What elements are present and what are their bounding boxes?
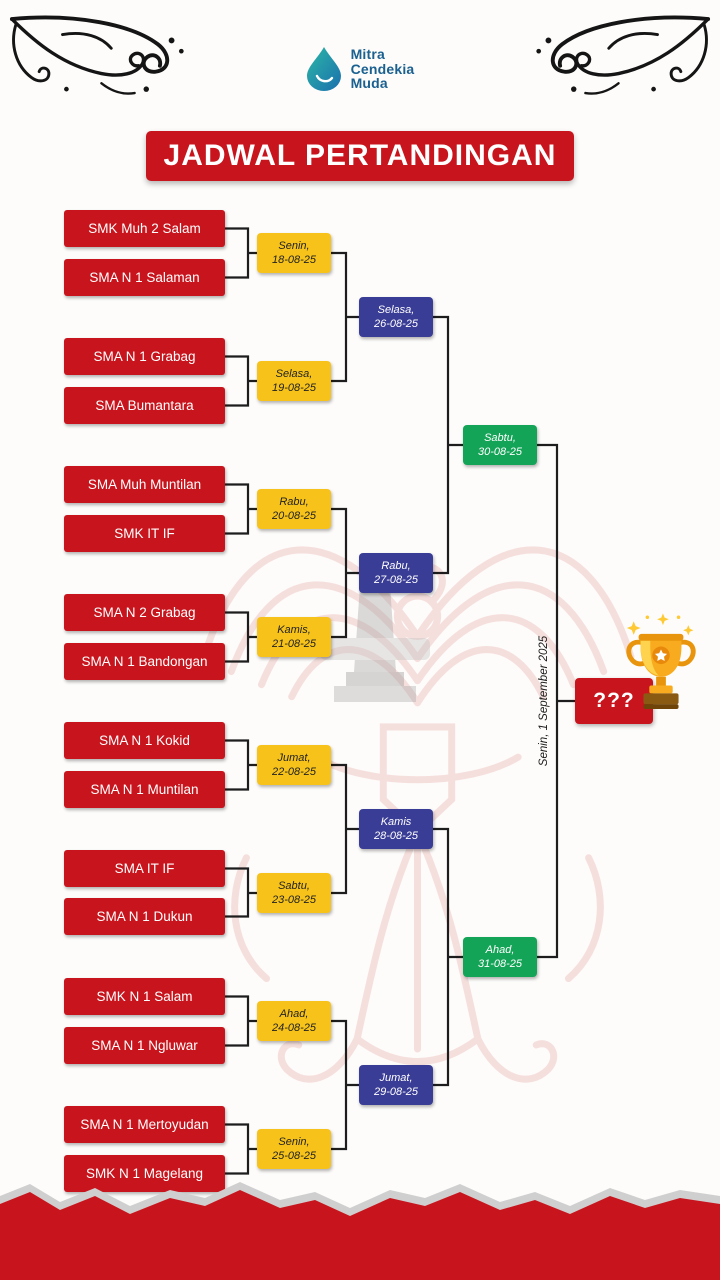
team-box: SMA N 1 Muntilan (64, 771, 225, 808)
match-date: 23-08-25 (271, 894, 317, 906)
match-date: 24-08-25 (271, 1022, 317, 1034)
quarterfinal-date-box: Selasa, 26-08-25 (359, 297, 433, 337)
quarterfinal-date-box: Kamis 28-08-25 (359, 809, 433, 849)
match-day: Senin, (278, 1135, 310, 1148)
torn-edge (0, 1182, 720, 1280)
match-day: Kamis, (277, 623, 311, 636)
logo-line: Cendekia (350, 60, 415, 77)
match-day: Sabtu, (278, 879, 310, 892)
match-date: 30-08-25 (477, 446, 523, 458)
match-date: 20-08-25 (271, 510, 317, 522)
match-date: 25-08-25 (271, 1150, 317, 1162)
flourish-top-left-icon (9, 15, 184, 95)
match-date: 31-08-25 (477, 958, 523, 970)
match-day: Ahad, (279, 1007, 309, 1020)
semifinal-date-box: Ahad, 31-08-25 (463, 937, 537, 977)
team-box: SMA IT IF (64, 850, 225, 887)
first-round-date-box: Senin, 25-08-25 (257, 1129, 331, 1169)
first-round-date-box: Rabu, 20-08-25 (257, 489, 331, 529)
team-box: SMK N 1 Magelang (64, 1155, 225, 1192)
final-date-label: Senin, 1 September 2025 (538, 635, 550, 767)
team-box: SMA N 1 Dukun (64, 898, 225, 935)
team-box: SMA N 1 Grabag (64, 338, 225, 375)
semifinal-date-box: Sabtu, 30-08-25 (463, 425, 537, 465)
first-round-date-box: Sabtu, 23-08-25 (257, 873, 331, 913)
team-box: SMK Muh 2 Salam (64, 210, 225, 247)
champion-box: ??? (575, 678, 653, 724)
match-day: Jumat, (379, 1071, 413, 1084)
team-box: SMA Muh Muntilan (64, 466, 225, 503)
team-box: SMA N 1 Mertoyudan (64, 1106, 225, 1143)
match-day: Senin, (278, 239, 310, 252)
team-box: SMK IT IF (64, 515, 225, 552)
team-box: SMA N 1 Salaman (64, 259, 225, 296)
match-date: 29-08-25 (373, 1086, 419, 1098)
logo-droplet-icon (306, 47, 341, 91)
match-date: 18-08-25 (271, 254, 317, 266)
match-day: Selasa, (275, 367, 313, 380)
logo-text: Mitra Cendekia Muda (350, 45, 415, 92)
match-date: 21-08-25 (271, 638, 317, 650)
first-round-date-box: Ahad, 24-08-25 (257, 1001, 331, 1041)
trophy-icon (626, 613, 696, 709)
team-box: SMA Bumantara (64, 387, 225, 424)
match-day: Jumat, (277, 751, 311, 764)
team-box: SMA N 1 Bandongan (64, 643, 225, 680)
first-round-date-box: Jumat, 22-08-25 (257, 745, 331, 785)
match-date: 19-08-25 (271, 382, 317, 394)
first-round-date-box: Senin, 18-08-25 (257, 233, 331, 273)
team-box: SMA N 1 Kokid (64, 722, 225, 759)
logo-line: Mitra (350, 45, 386, 62)
match-date: 26-08-25 (373, 318, 419, 330)
logo-line: Muda (350, 75, 388, 92)
quarterfinal-date-box: Jumat, 29-08-25 (359, 1065, 433, 1105)
page-title: JADWAL PERTANDINGAN (146, 131, 574, 181)
match-day: Ahad, (485, 943, 515, 956)
garuda-watermark (200, 546, 635, 1083)
flourish-top-right-icon (536, 15, 711, 95)
match-day: Sabtu, (484, 431, 516, 444)
team-box: SMA N 2 Grabag (64, 594, 225, 631)
match-day: Rabu, (279, 495, 309, 508)
match-date: 28-08-25 (373, 830, 419, 842)
match-day: Rabu, (381, 559, 411, 572)
quarterfinal-date-box: Rabu, 27-08-25 (359, 553, 433, 593)
first-round-date-box: Selasa, 19-08-25 (257, 361, 331, 401)
team-box: SMK N 1 Salam (64, 978, 225, 1015)
team-box: SMA N 1 Ngluwar (64, 1027, 225, 1064)
logo: Mitra Cendekia Muda (0, 46, 720, 92)
first-round-date-box: Kamis, 21-08-25 (257, 617, 331, 657)
match-day: Kamis (380, 815, 412, 828)
match-day: Selasa, (377, 303, 415, 316)
match-date: 27-08-25 (373, 574, 419, 586)
match-date: 22-08-25 (271, 766, 317, 778)
